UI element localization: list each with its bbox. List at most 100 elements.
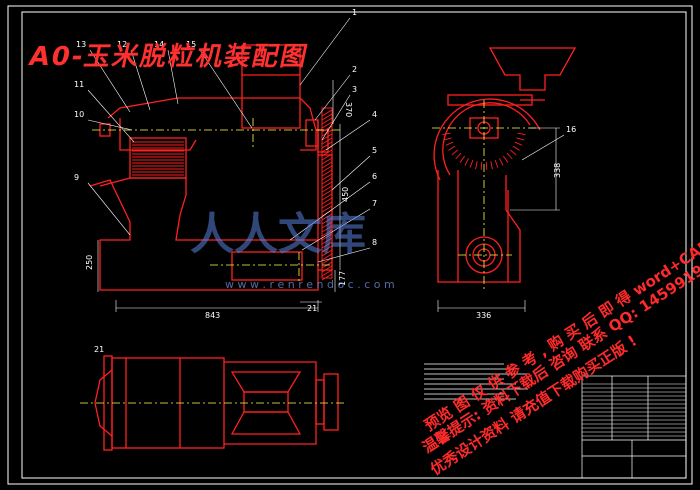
leader-line-13 [89,49,131,113]
dim-21b: 21 [94,345,104,354]
side-top-plate [447,94,533,106]
drum-tooth [490,161,493,170]
hatch-line [321,253,333,261]
leader-line-12 [130,49,151,111]
hatch-line [321,245,333,253]
hatch-line [321,189,333,197]
hatch-line [321,249,333,257]
hatch-line [321,221,333,229]
hatch-line [321,153,333,161]
dim-338: 338 [553,163,562,178]
side-drum-inner [442,102,531,176]
drum-cover [119,118,197,151]
hatch-line [321,273,333,281]
hatch-line [321,241,333,249]
top-pulley-wheel [323,373,339,431]
hopper-body [241,44,301,129]
part-leaders [87,17,565,263]
drum-tooth [506,152,513,160]
leader-line-9 [87,182,131,236]
dim-250: 250 [85,255,94,270]
dimension-labels: 843 370 250 177 21 21 338 336 450 [85,102,562,354]
leader-line-8 [317,247,371,263]
drum-tooth [509,149,517,156]
side-centerlines [432,100,540,290]
side-hopper [488,47,577,91]
part-number-16: 16 [566,125,576,134]
drum-tooth [443,137,452,141]
leader-line-14 [167,49,179,105]
leader-line-5 [331,155,371,191]
drum-tooth [494,159,499,168]
outlet-chute [89,179,319,291]
hatch-line [321,165,333,173]
part-number-13: 13 [76,40,86,49]
hatch-line [321,205,333,213]
main-body [99,120,319,241]
hatch-line [321,157,333,165]
dim-843: 843 [205,311,220,320]
belt-guard [321,107,333,279]
hatch-line [321,121,333,129]
hatch-line [321,173,333,181]
drum-tooth [459,155,466,163]
drum-tooth [512,145,520,151]
drum-tooth [455,152,462,160]
part-number-8: 8 [372,238,377,247]
watermark-blue: 人人文库 [190,209,366,260]
top-housing [107,97,317,151]
technical-notes [424,363,528,400]
leader-line-11 [87,89,135,143]
hatch-line [321,257,333,265]
leader-line-2 [314,74,351,121]
hatch-line [321,117,333,125]
leader-line-7 [301,208,371,251]
inner-border [21,11,687,479]
belt-guard-hatch [321,107,333,281]
top-hopper-throat [243,391,289,413]
hatch-line [321,201,333,209]
leader-line-4 [325,119,371,151]
top-hopper-lower [230,411,302,435]
front-centerlines [92,118,340,282]
drum-tooth [485,161,488,170]
outer-border [7,5,693,485]
hatch-line [321,185,333,193]
drum-tooth [442,132,451,136]
hatch-line [321,149,333,157]
side-body [437,170,521,283]
hatch-line [321,213,333,221]
drum-tooth [499,158,504,166]
hatch-line [321,269,333,277]
hatch-line [321,229,333,237]
drum-tooth [451,149,459,156]
top-hopper-outline [224,361,317,445]
part-number-2: 2 [352,65,357,74]
leader-line-1 [299,17,351,86]
hatch-line [321,161,333,169]
part-number-14: 14 [154,40,164,49]
hatch-line [321,265,333,273]
dim-21: 21 [307,304,317,313]
drawing-title: A0-玉米脱粒机装配图 [26,42,312,72]
top-pulley [315,379,325,425]
hatch-line [321,169,333,177]
leader-line-10 [87,119,133,131]
drum-tooth [516,137,525,141]
hatch-line [321,137,333,145]
lower-bin [231,251,303,281]
top-hopper-upper [230,371,302,393]
part-number-6: 6 [372,172,377,181]
title-block-frame [581,375,687,479]
part-number-1: 1 [352,8,357,17]
part-number-3: 3 [352,85,357,94]
hatch-line [321,233,333,241]
drum-tooth [464,158,469,166]
part-number-7: 7 [372,199,377,208]
front-view [89,44,333,291]
leader-line-15 [199,49,253,129]
dim-370: 370 [344,102,353,117]
hatch-line [321,237,333,245]
hatch-line [321,217,333,225]
